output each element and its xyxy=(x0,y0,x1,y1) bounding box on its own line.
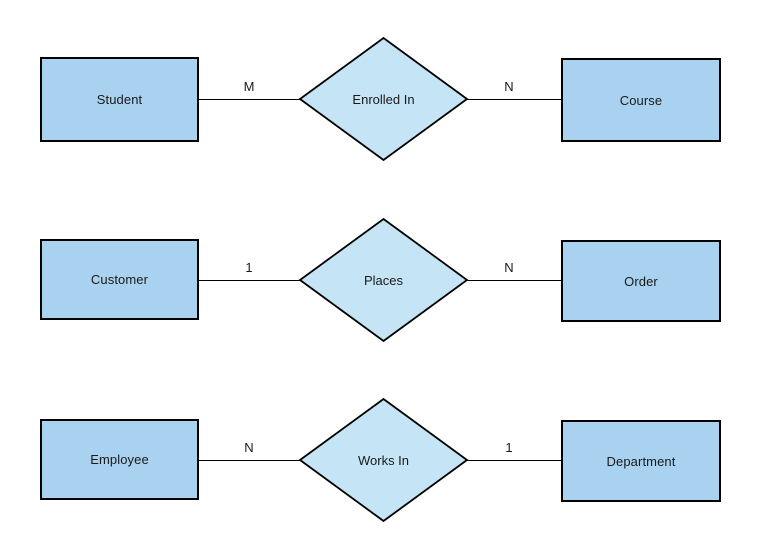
entity-node-department[interactable]: Department xyxy=(561,420,721,502)
diamond-shape xyxy=(298,397,469,523)
entity-label: Department xyxy=(606,453,676,469)
cardinality-label-left: M xyxy=(243,79,255,94)
entity-label: Order xyxy=(624,273,658,289)
entity-label: Student xyxy=(96,92,143,107)
connector-line-left xyxy=(199,99,300,100)
connector-line-right xyxy=(467,280,561,281)
connector-line-left xyxy=(199,460,300,461)
cardinality-label-right: N xyxy=(504,260,514,275)
relationship-node-enrolled-in[interactable]: Enrolled In xyxy=(298,36,469,162)
cardinality-label-left: 1 xyxy=(245,260,253,275)
relationship-node-places[interactable]: Places xyxy=(298,217,469,343)
diamond-shape xyxy=(298,36,469,162)
cardinality-label-left: N xyxy=(244,440,254,455)
entity-label: Employee xyxy=(90,452,149,467)
entity-node-student[interactable]: Student xyxy=(40,57,199,142)
entity-node-customer[interactable]: Customer xyxy=(40,239,199,320)
entity-node-course[interactable]: Course xyxy=(561,58,721,142)
connector-line-right xyxy=(467,99,561,100)
diamond-shape xyxy=(298,217,469,343)
connector-line-left xyxy=(199,280,300,281)
relationship-node-works-in[interactable]: Works In xyxy=(298,397,469,523)
cardinality-label-right: 1 xyxy=(505,440,513,455)
cardinality-label-right: N xyxy=(504,79,514,94)
entity-label: Customer xyxy=(90,272,149,287)
entity-label: Course xyxy=(619,92,663,108)
connector-line-right xyxy=(467,460,561,461)
entity-node-employee[interactable]: Employee xyxy=(40,419,199,500)
entity-node-order[interactable]: Order xyxy=(561,240,721,322)
